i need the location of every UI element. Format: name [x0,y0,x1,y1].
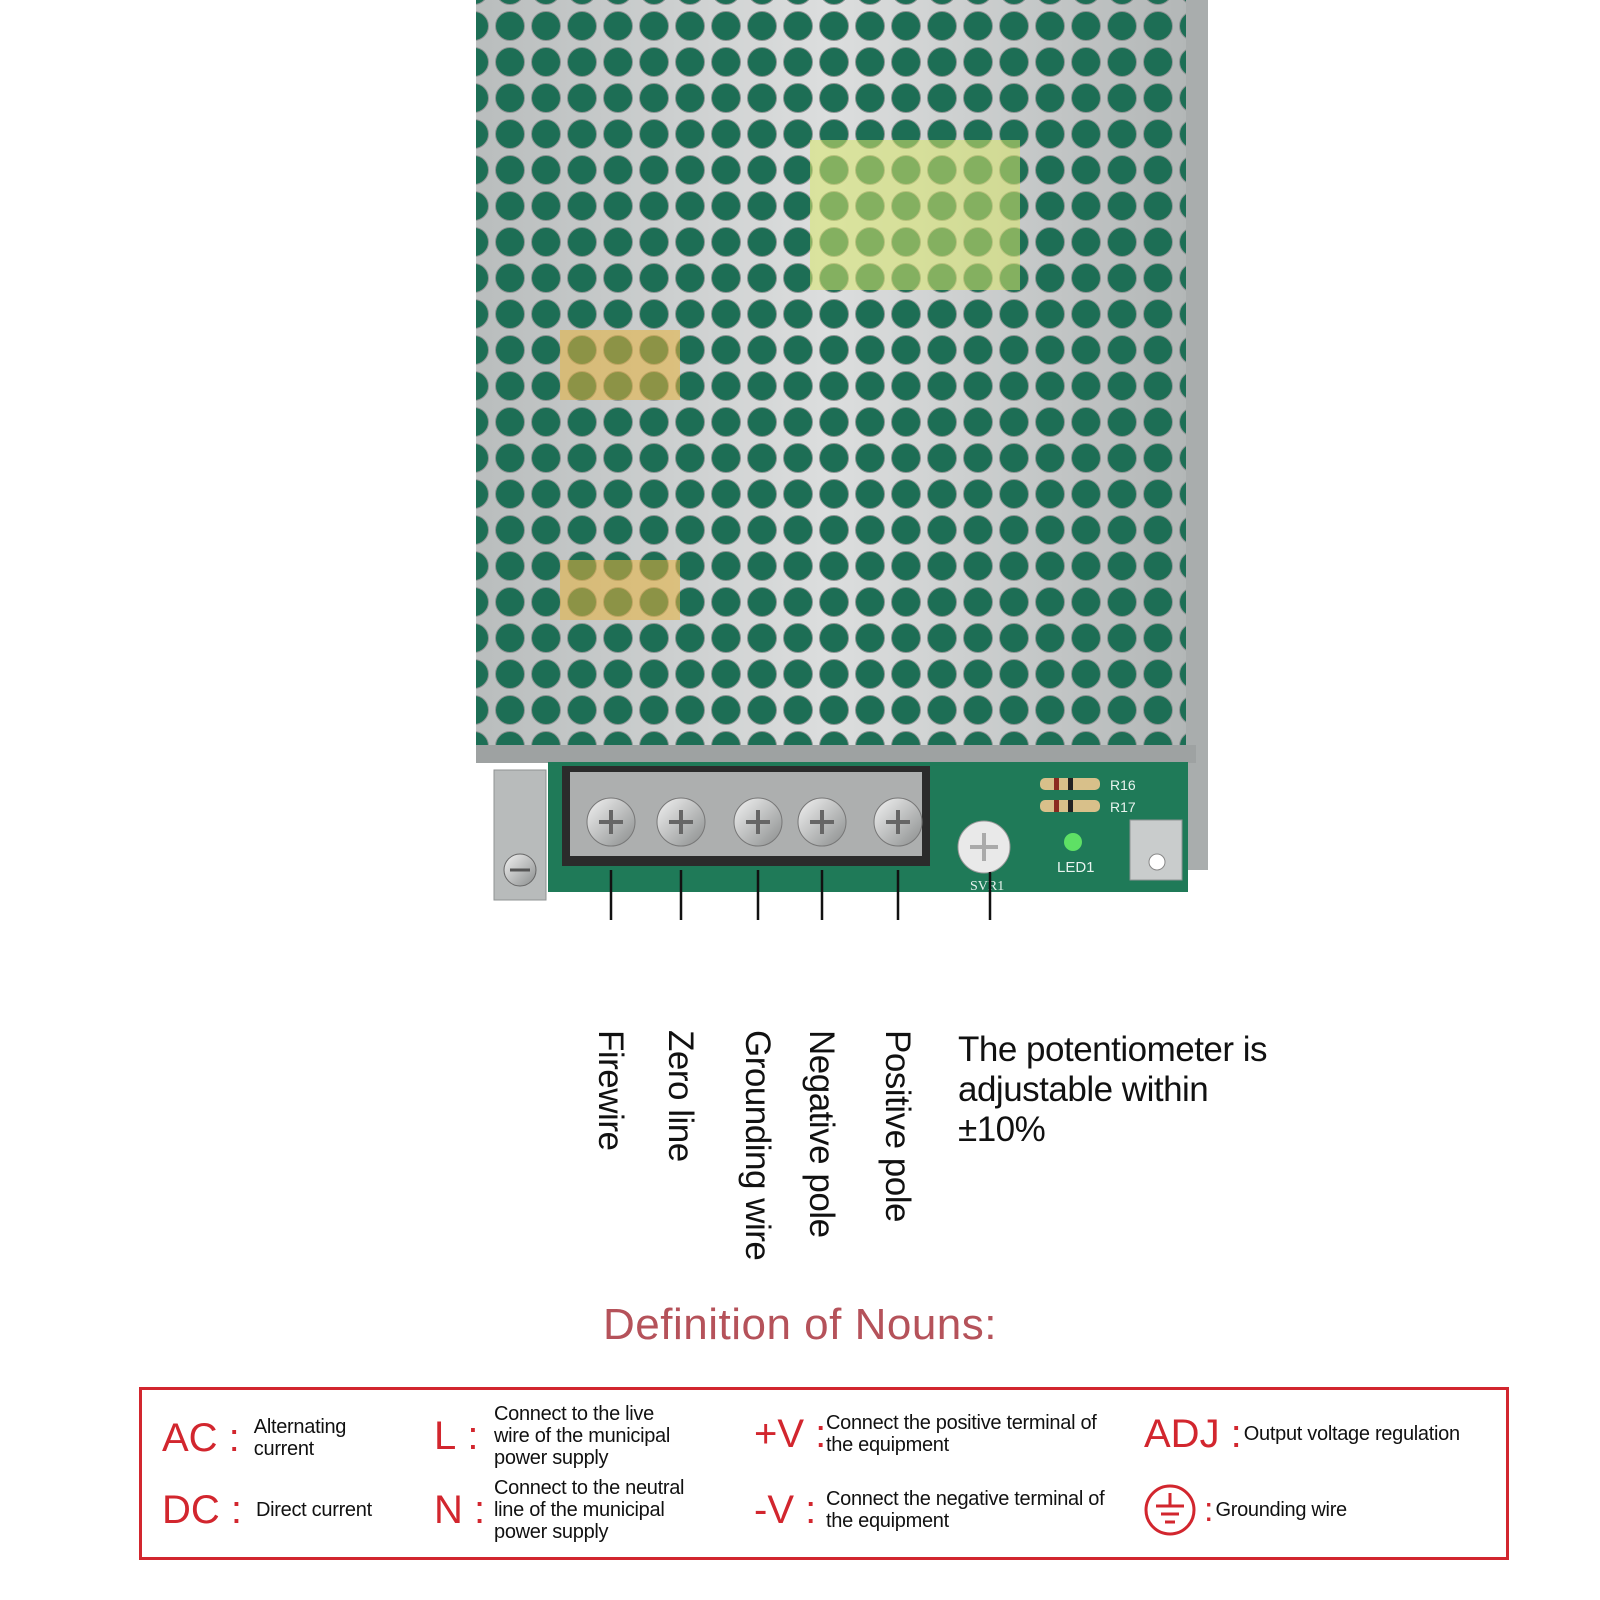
terminal-screw-icon [873,797,923,847]
definition-desc: Grounding wire [1215,1499,1347,1521]
definition-abbr: -V : [754,1487,817,1532]
definition-ac: AC : Alternating current [162,1408,422,1468]
terminal-block [562,766,930,866]
definition-n: N : Connect to the neutral line of the m… [434,1470,734,1550]
definition-abbr: N : [434,1487,486,1532]
pcb-label-svr: SVR1 [970,879,1004,894]
definition-desc: Connect the positive terminal of the equ… [826,1412,1097,1456]
terminal-screw-icon [656,797,706,847]
definition-abbr: ADJ : [1144,1411,1242,1456]
pcb-label-r17: R17 [1110,799,1136,815]
definition-adj: ADJ : Output voltage regulation [1144,1404,1494,1464]
label-grounding-wire: Grounding wire [738,1030,777,1261]
mounting-bracket [493,769,547,901]
pcb-label-r16: R16 [1110,777,1136,793]
definition-dc: DC : Direct current [162,1480,422,1540]
resistor-icon [1040,778,1100,812]
definition-desc: Connect to the neutral line of the munic… [494,1477,685,1543]
terminal-screw-icon [586,797,636,847]
definition-abbr: : [1204,1490,1214,1529]
label-firewire: Firewire [591,1030,630,1151]
label-negative-pole: Negative pole [802,1030,841,1238]
leader-lines [609,870,992,920]
definitions-title: Definition of Nouns: [603,1300,997,1349]
terminal-screw-icon [797,797,847,847]
definition-abbr: L : [434,1413,479,1458]
definition-desc: Connect to the live wire of the municipa… [494,1403,671,1469]
definition-minus-v: -V : Connect the negative terminal of th… [754,1480,1134,1540]
definition-abbr: AC : [162,1415,240,1460]
potentiometer-icon [957,820,1011,874]
definition-abbr: +V : [754,1411,827,1456]
terminal-screw-icon [733,797,783,847]
power-supply-illustration: R16 R17 LED1 SVR1 [476,0,1208,920]
definition-plus-v: +V : Connect the positive terminal of th… [754,1404,1134,1464]
ground-symbol-icon [1144,1484,1196,1536]
definition-l: L : Connect to the live wire of the muni… [434,1396,734,1476]
definition-abbr: DC : [162,1487,242,1532]
led-icon [1064,833,1082,851]
potentiometer-note: The potentiometer is adjustable within ±… [958,1030,1268,1149]
definition-desc: Alternating current [253,1416,347,1460]
metal-case [476,0,1208,870]
definition-desc: Connect the negative terminal of the equ… [826,1488,1105,1532]
definition-desc: Output voltage regulation [1243,1423,1460,1445]
label-zero-line: Zero line [661,1030,700,1162]
pcb-label-led: LED1 [1057,859,1095,876]
label-positive-pole: Positive pole [878,1030,917,1222]
definition-desc: Direct current [256,1499,372,1521]
definitions-box: AC : Alternating current L : Connect to … [139,1387,1509,1560]
definition-ground: : Grounding wire [1144,1478,1494,1542]
